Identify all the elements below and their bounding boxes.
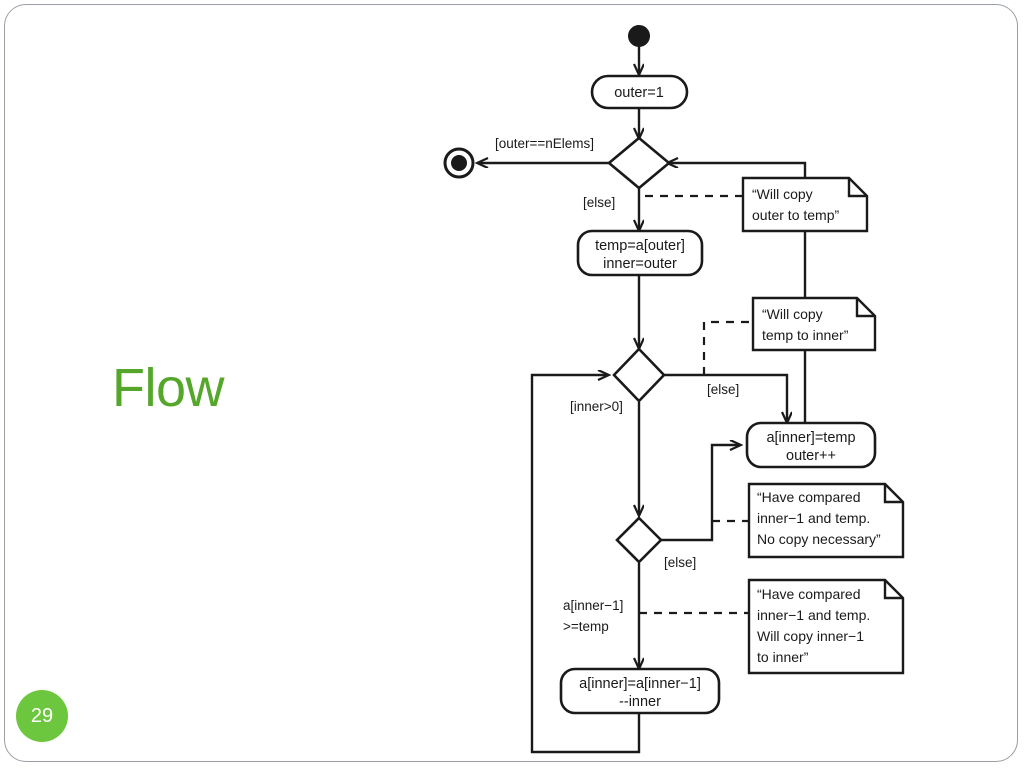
page-title: Flow [112, 358, 225, 418]
slide-border [4, 4, 1018, 762]
page-number-label: 29 [30, 704, 54, 727]
page-number-badge: 29 [16, 690, 68, 742]
